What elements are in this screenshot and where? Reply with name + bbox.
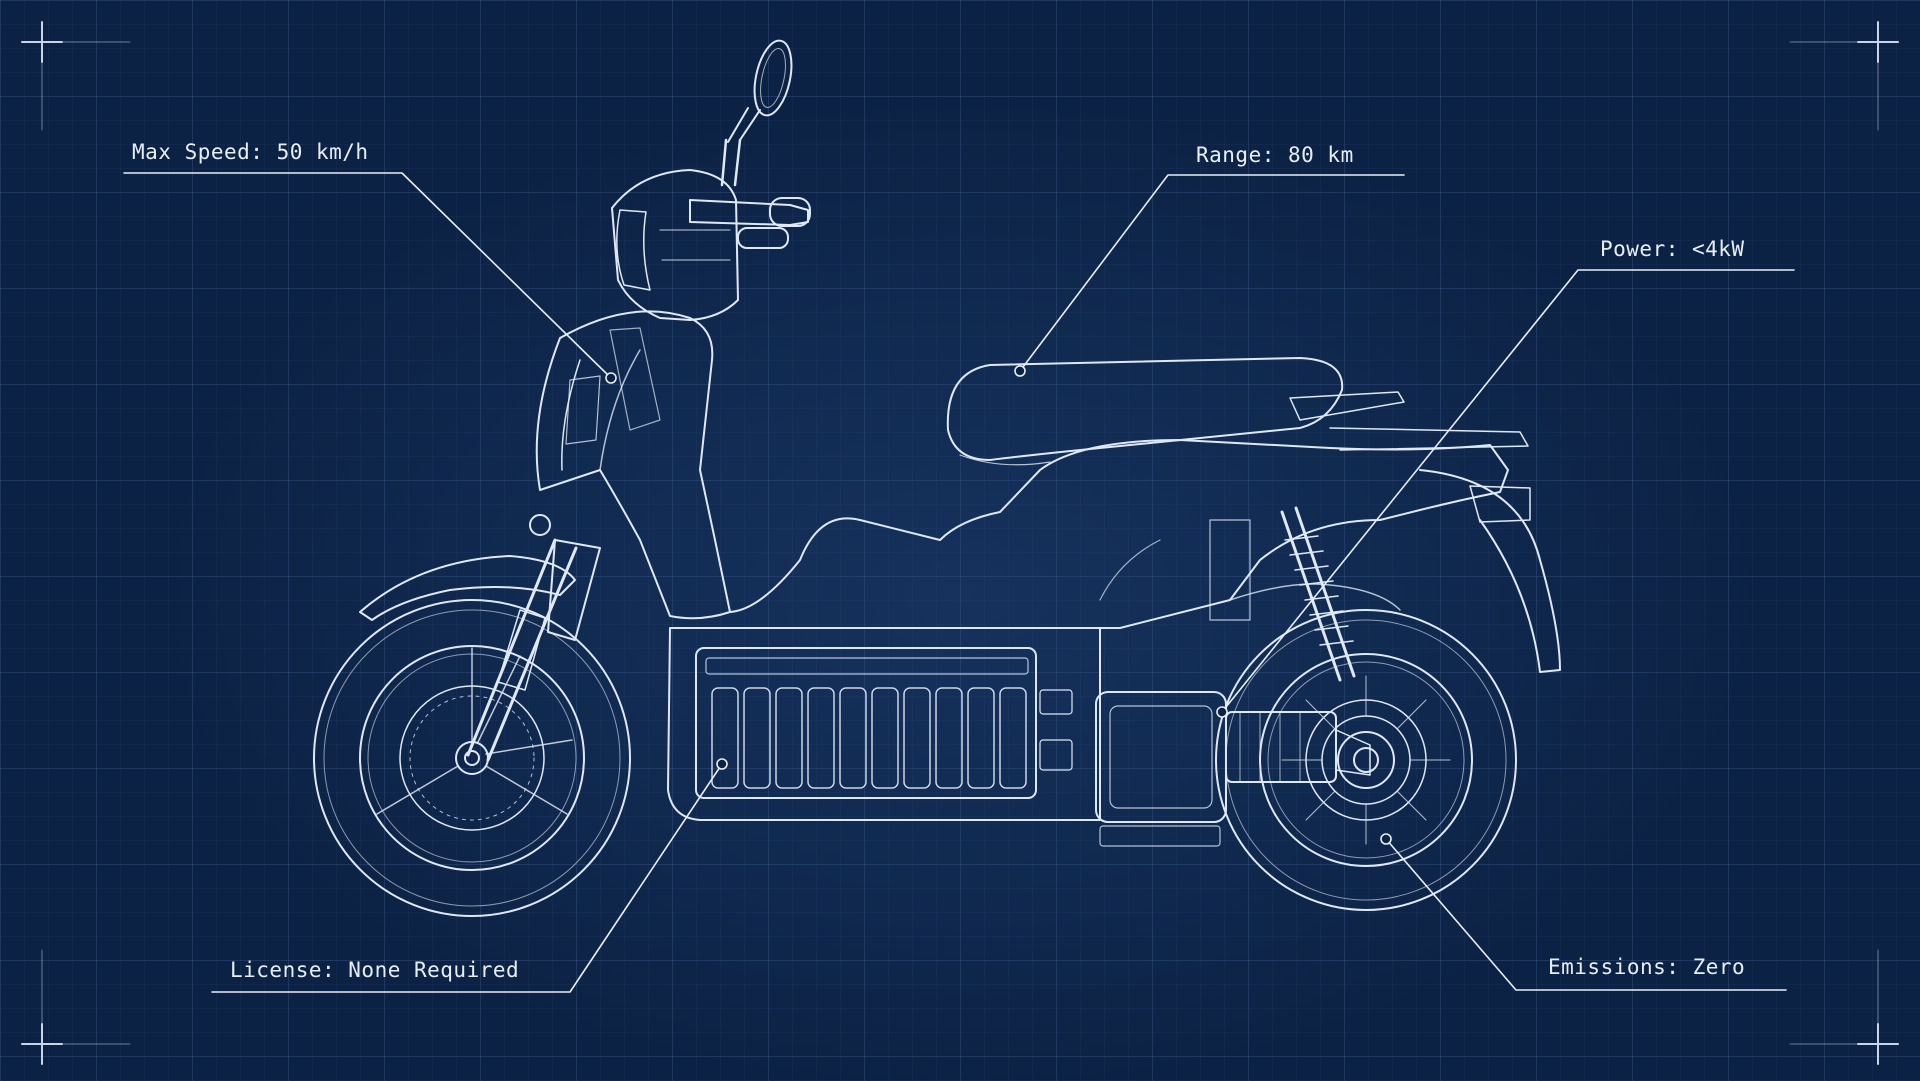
rear-wheel xyxy=(1215,609,1517,911)
steering-head xyxy=(611,169,739,321)
spec-emissions: Emissions: Zero xyxy=(1548,955,1746,979)
spec-max-speed: Max Speed: 50 km/h xyxy=(132,140,369,164)
corner-mark-top-right xyxy=(1789,21,1899,131)
spec-license: License: None Required xyxy=(230,958,520,982)
corner-marks xyxy=(21,21,1899,1065)
front-fork-and-fender xyxy=(359,514,601,762)
leader-range xyxy=(1019,174,1405,372)
dot-license xyxy=(716,758,728,770)
dot-emissions xyxy=(1380,833,1392,845)
floorboard-battery xyxy=(667,627,1101,821)
rear-shock-absorber xyxy=(1280,506,1356,682)
dot-max-speed xyxy=(605,372,617,384)
corner-mark-bottom-left xyxy=(21,949,131,1065)
spec-range: Range: 80 km xyxy=(1196,143,1354,167)
leader-license xyxy=(211,763,723,993)
leader-max-speed xyxy=(123,172,612,379)
front-wheel xyxy=(313,599,631,917)
corner-mark-bottom-right xyxy=(1789,949,1899,1065)
dot-range xyxy=(1014,365,1026,377)
callout-leaders xyxy=(123,172,1795,993)
spec-power: Power: <4kW xyxy=(1600,237,1745,261)
dot-power xyxy=(1216,706,1228,718)
leader-emissions xyxy=(1385,838,1787,991)
leader-power xyxy=(1221,269,1795,713)
corner-mark-top-left xyxy=(21,21,131,131)
front-body-shield xyxy=(535,310,731,620)
handlebar-and-mirror xyxy=(689,39,811,249)
hub-motor-drive xyxy=(1095,691,1371,847)
rear-body-and-seat xyxy=(729,357,1561,673)
